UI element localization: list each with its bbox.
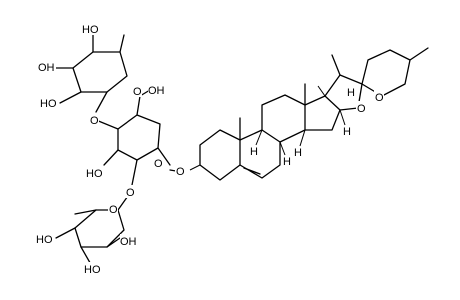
o-link-top: O [90,115,99,127]
o-ring-mid-sugar: O [154,158,163,170]
c17-h-bond [317,85,326,97]
o-ring-bot-sugar: O [109,204,118,216]
h-c8: H [283,156,291,168]
o-ring-top-sugar: O [133,86,142,98]
oh-bot-3: OH [120,236,137,248]
atom-labels: O HO OH HO O OH O HO O O O HO HO OH H H … [36,22,384,276]
c20-methyl [331,54,341,76]
h-c20: H [347,87,355,99]
c8-h-bond [279,141,286,156]
h-c14: H [294,147,302,159]
h-c9: H [250,146,258,158]
ring-a [199,129,241,181]
o-pyran: O [375,92,384,104]
c16-h-bond [339,109,346,126]
c14-h-bond [299,129,306,147]
c9-h-bond [255,129,263,146]
top-sugar-ring [55,31,128,113]
ho-top-3: HO [40,98,57,110]
h-c16: H [343,126,351,138]
ho-bot-2: HO [84,264,101,276]
oh-ch2: OH [148,85,165,97]
ho-mid: HO [86,168,103,180]
o-furan: O [357,103,366,115]
oh-top-2: OH [38,62,55,74]
middle-sugar-ring [95,89,171,186]
ring-f [361,47,429,97]
ho-top-1: HO [82,24,99,36]
ho-bot-1: HO [36,234,53,246]
o-link-bottom: O [126,187,135,199]
ring-c [261,94,306,143]
bottom-sugar-ring [55,192,131,269]
o-glyco: O [176,166,185,178]
ring-d [304,95,341,131]
ring-b [239,129,281,179]
